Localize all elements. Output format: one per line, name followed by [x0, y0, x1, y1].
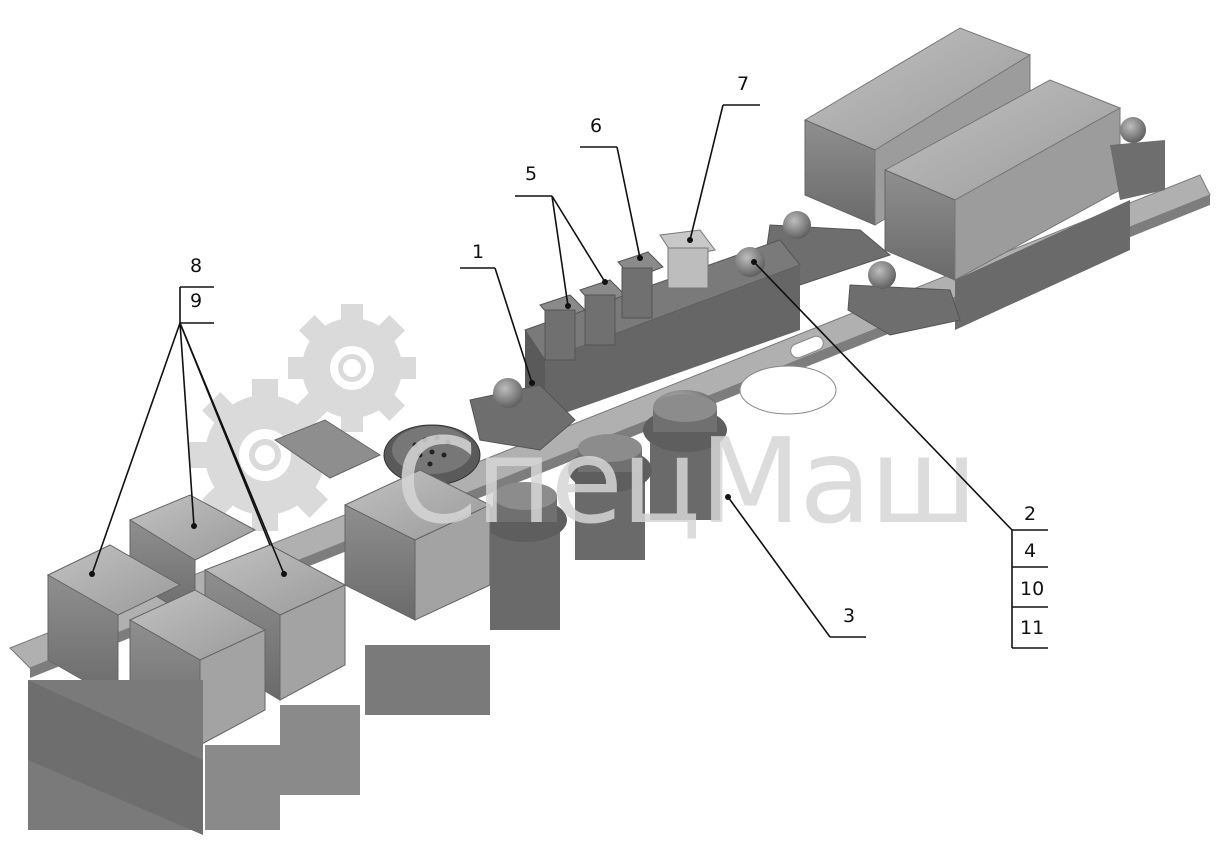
round-connector: [383, 424, 481, 486]
callout-labels: 1 5 6 7 8 9 2 4 10 11 3: [190, 73, 1044, 639]
callout-11: 11: [1020, 617, 1044, 639]
callout-10: 10: [1020, 578, 1044, 600]
leader-lines: [89, 104, 1048, 649]
callout-8: 8: [190, 255, 202, 277]
callout-9: 9: [190, 290, 202, 312]
callout-2: 2: [1024, 503, 1036, 525]
watermark-gear-icon: [189, 304, 416, 531]
callout-7: 7: [737, 73, 749, 95]
callout-6: 6: [590, 115, 602, 137]
push-buttons: [483, 390, 727, 630]
large-relay-block: [803, 27, 1130, 330]
bracket-with-bolt: [469, 378, 576, 451]
bracket-with-bolts: [764, 117, 1165, 336]
callout-4: 4: [1024, 540, 1036, 562]
callout-5: 5: [525, 163, 537, 185]
callout-3: 3: [843, 605, 855, 627]
callout-1: 1: [472, 241, 484, 263]
watermark-text: СпецМаш: [395, 412, 976, 550]
